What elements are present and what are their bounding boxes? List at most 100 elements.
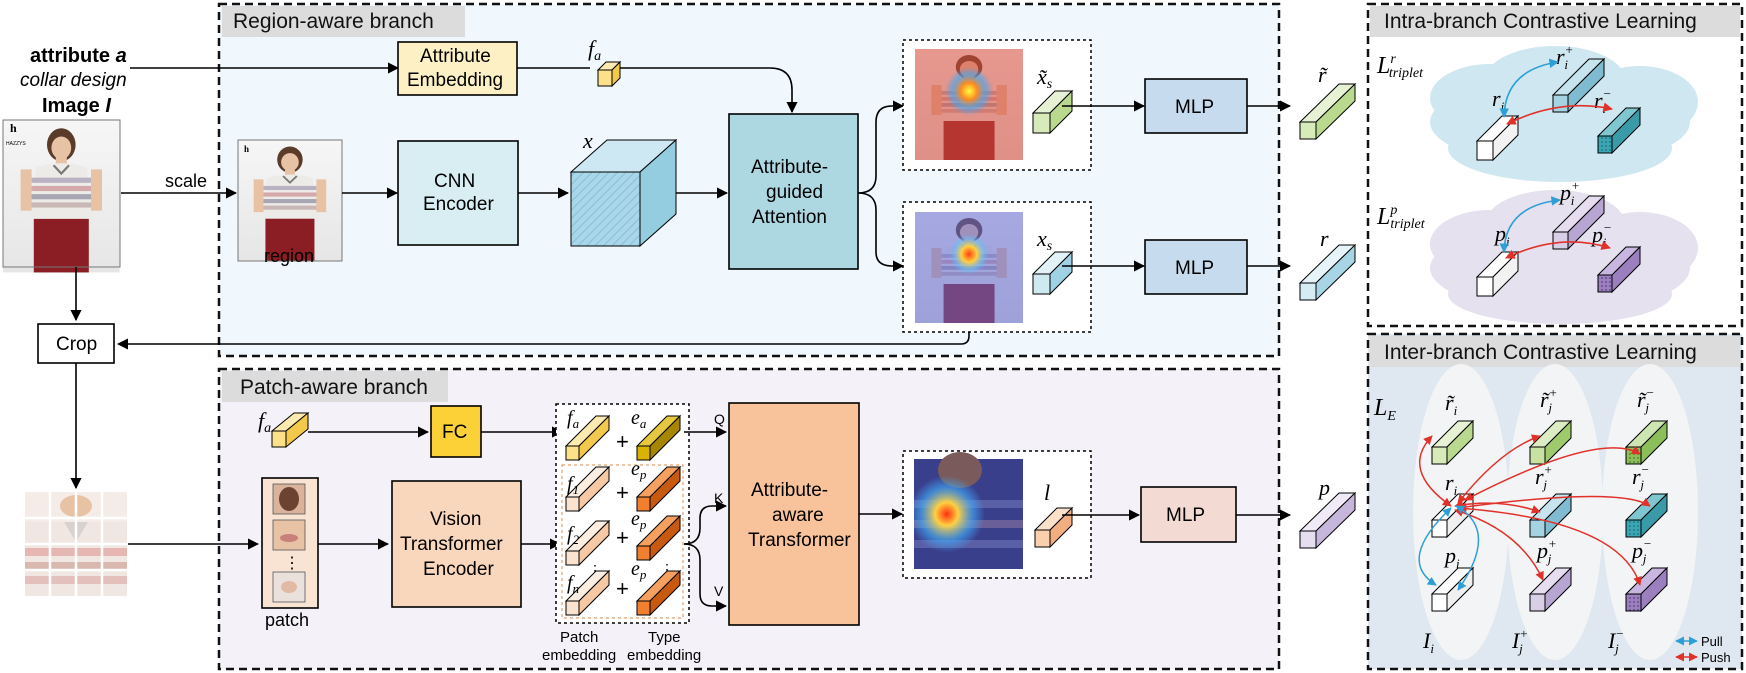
intra-pi-plus: p+i	[1558, 178, 1580, 208]
svg-text:h: h	[244, 144, 249, 154]
cropped-patch-grid	[25, 492, 127, 596]
svg-text:+: +	[616, 525, 629, 550]
svg-text:guided: guided	[766, 182, 823, 203]
svg-text:ep: ep	[631, 458, 647, 482]
vision-transformer-encoder-block	[391, 480, 522, 608]
svg-text:Transformer: Transformer	[748, 530, 851, 551]
fa-symbol: fa	[588, 36, 601, 64]
region-branch-header	[222, 6, 465, 37]
svg-text:Encoder: Encoder	[423, 194, 494, 215]
fa-symbol-patch: fa	[258, 408, 271, 436]
svg-text:Embedding: Embedding	[407, 70, 503, 91]
region-label: region	[264, 246, 314, 266]
ep-token-1	[635, 465, 682, 513]
x-tilde-s-symbol: x̃s	[1036, 64, 1053, 92]
fa-embedding	[596, 60, 622, 88]
fc-block	[430, 405, 482, 458]
r-tilde-symbol: r̃	[1318, 62, 1328, 87]
svg-text:r̃i: r̃i	[1445, 390, 1458, 418]
fa-token	[564, 414, 611, 462]
patch-sequence: ⋮	[261, 477, 319, 609]
intra-ri-minus-cube	[1596, 106, 1642, 155]
v-label: V	[714, 583, 724, 599]
mlp-block-mid	[1144, 239, 1248, 295]
patch-label: patch	[265, 610, 309, 630]
svg-text:f2: f2	[567, 523, 580, 547]
svg-text:f1: f1	[567, 473, 579, 497]
inter-col-label-j-minus: I−j	[1607, 626, 1624, 656]
inter-header	[1370, 336, 1740, 367]
svg-text:Transformer: Transformer	[400, 534, 503, 555]
p-output	[1298, 491, 1357, 550]
inter-p-j-minus	[1624, 566, 1669, 613]
brand-name: HAZZYS	[6, 141, 26, 147]
svg-text:aware: aware	[772, 505, 824, 526]
svg-text:Attribute-: Attribute-	[751, 480, 828, 501]
svg-text:fn: fn	[567, 572, 579, 596]
svg-text:ep: ep	[631, 558, 647, 582]
fn-token	[564, 569, 611, 617]
x-symbol: x	[582, 128, 593, 153]
inter-col-label-j-plus: I+j	[1511, 626, 1528, 656]
attribute-value: collar design	[20, 70, 127, 91]
cnn-encoder-block	[397, 140, 519, 246]
inter-col-label-i: Ii	[1422, 628, 1434, 656]
patch-branch-header	[222, 371, 448, 402]
p-symbol: p	[1317, 475, 1330, 500]
region-image	[237, 139, 343, 263]
patch-attention-heatmap	[914, 452, 1023, 569]
svg-text:Vision: Vision	[430, 509, 481, 530]
loss-le: LE	[1373, 395, 1396, 424]
mlp-block-bottom	[1140, 486, 1237, 543]
ea-token	[635, 414, 682, 462]
svg-text:+: +	[616, 480, 629, 505]
intra-ri-plus: r+i	[1556, 42, 1573, 72]
r-output	[1298, 243, 1357, 302]
f1-token	[564, 465, 611, 513]
svg-text:fa: fa	[567, 407, 580, 431]
svg-text:FC: FC	[442, 422, 467, 443]
ep-token-2	[635, 514, 682, 562]
svg-text:MLP: MLP	[1175, 97, 1214, 118]
svg-text:MLP: MLP	[1166, 505, 1205, 526]
svg-text:+: +	[616, 576, 629, 601]
q-label: Q	[714, 411, 725, 427]
attribute-embedding-block	[397, 41, 518, 96]
mlp-block-top	[1144, 78, 1248, 134]
crop-label: Crop	[56, 334, 97, 355]
patch-branch-title: Patch-aware branch	[240, 376, 428, 399]
svg-text:⋮: ⋮	[284, 555, 300, 572]
l-symbol: l	[1044, 480, 1050, 505]
intra-pi-minus-cube	[1596, 245, 1642, 294]
svg-text:r̃+j: r̃+j	[1540, 385, 1557, 415]
ep-token-n	[635, 569, 682, 617]
push-legend-label: Push	[1701, 650, 1731, 665]
svg-text:ep: ep	[631, 508, 647, 532]
image-label: Image I	[42, 95, 111, 117]
svg-text:Attribute-: Attribute-	[751, 157, 828, 178]
svg-text:Attention: Attention	[752, 207, 827, 228]
attribute-label: attribute a	[30, 45, 127, 67]
svg-text:Type: Type	[648, 629, 681, 646]
inter-title: Inter-branch Contrastive Learning	[1384, 341, 1697, 364]
scale-label: scale	[165, 171, 207, 191]
brand-logo: h	[10, 121, 17, 135]
svg-text:Encoder: Encoder	[423, 559, 494, 580]
attribute-aware-transformer-block	[728, 402, 860, 626]
region-branch-title: Region-aware branch	[233, 10, 434, 33]
svg-text:r̃−j: r̃−j	[1637, 385, 1654, 415]
svg-text:embedding: embedding	[627, 647, 701, 664]
attribute-guided-attention-block	[728, 113, 859, 270]
intra-title: Intra-branch Contrastive Learning	[1384, 10, 1697, 33]
svg-text:CNN: CNN	[434, 171, 475, 192]
k-label: K	[714, 490, 724, 506]
svg-text:Attribute: Attribute	[420, 46, 491, 67]
fa-embedding-patch	[270, 411, 310, 449]
r-symbol: r	[1320, 226, 1329, 251]
svg-text:embedding: embedding	[542, 647, 616, 664]
svg-text:+: +	[616, 429, 629, 454]
pull-legend-label: Pull	[1701, 634, 1723, 649]
f2-token	[564, 519, 611, 567]
